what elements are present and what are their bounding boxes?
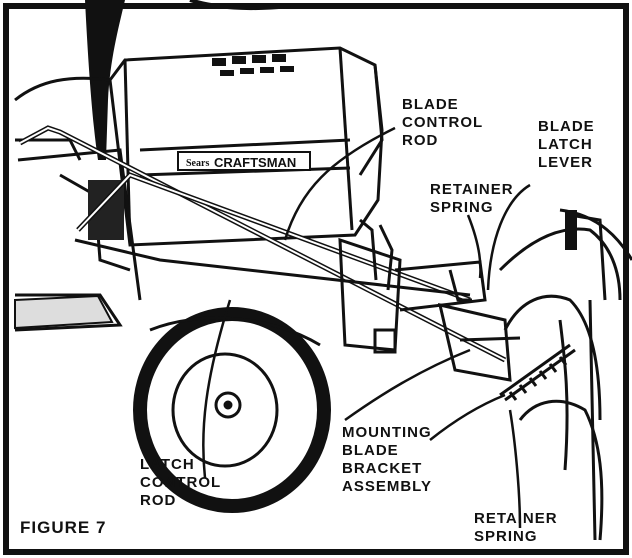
label-line: LATCH [140, 456, 195, 473]
control-rods [18, 125, 507, 363]
label-line: MOUNTING [342, 424, 432, 441]
label-line: ROD [140, 492, 177, 509]
label-line: RETAINER [474, 510, 558, 527]
figure-caption: FIGURE 7 [20, 518, 107, 537]
seat-outline [189, 0, 291, 10]
figure-border [3, 3, 629, 555]
blade-top-dark [565, 210, 577, 250]
label-mounting-bracket: MOUNTING BLADE BRACKET ASSEMBLY [342, 424, 432, 496]
label-line: SPRING [430, 199, 494, 216]
label-blade-control-rod: BLADE CONTROL ROD [402, 96, 483, 150]
snow-blade [498, 208, 632, 541]
label-line: LEVER [538, 154, 594, 171]
label-line: ASSEMBLY [342, 478, 432, 495]
label-line: RETAINER [430, 181, 514, 198]
footrest [14, 294, 114, 330]
label-line: ROD [402, 132, 439, 149]
brand-plate [177, 151, 311, 171]
label-line: CONTROL [140, 474, 222, 491]
label-blade-latch-lever: BLADE LATCH LEVER [538, 118, 595, 172]
label-line: BLADE [538, 118, 595, 135]
label-line: BLADE [402, 96, 459, 113]
label-latch-control-rod: LATCH CONTROL ROD [140, 456, 221, 510]
leader-lines [202, 126, 531, 529]
brand-badge: Sears [186, 158, 209, 169]
label-line: SPRING [474, 528, 538, 545]
label-line: BLADE [342, 442, 399, 459]
label-line: LATCH [538, 136, 593, 153]
label-line: CONTROL [402, 114, 484, 131]
label-line: BRACKET [342, 460, 423, 477]
label-retainer-spring-lower: RETAINER SPRING [474, 510, 558, 546]
front-wheel [133, 307, 331, 513]
brand-name: CRAFTSMAN [214, 155, 296, 170]
vent-slots [212, 54, 294, 76]
label-retainer-spring-upper: RETAINER SPRING [430, 181, 514, 217]
mounting-bracket-drawing [338, 218, 521, 382]
